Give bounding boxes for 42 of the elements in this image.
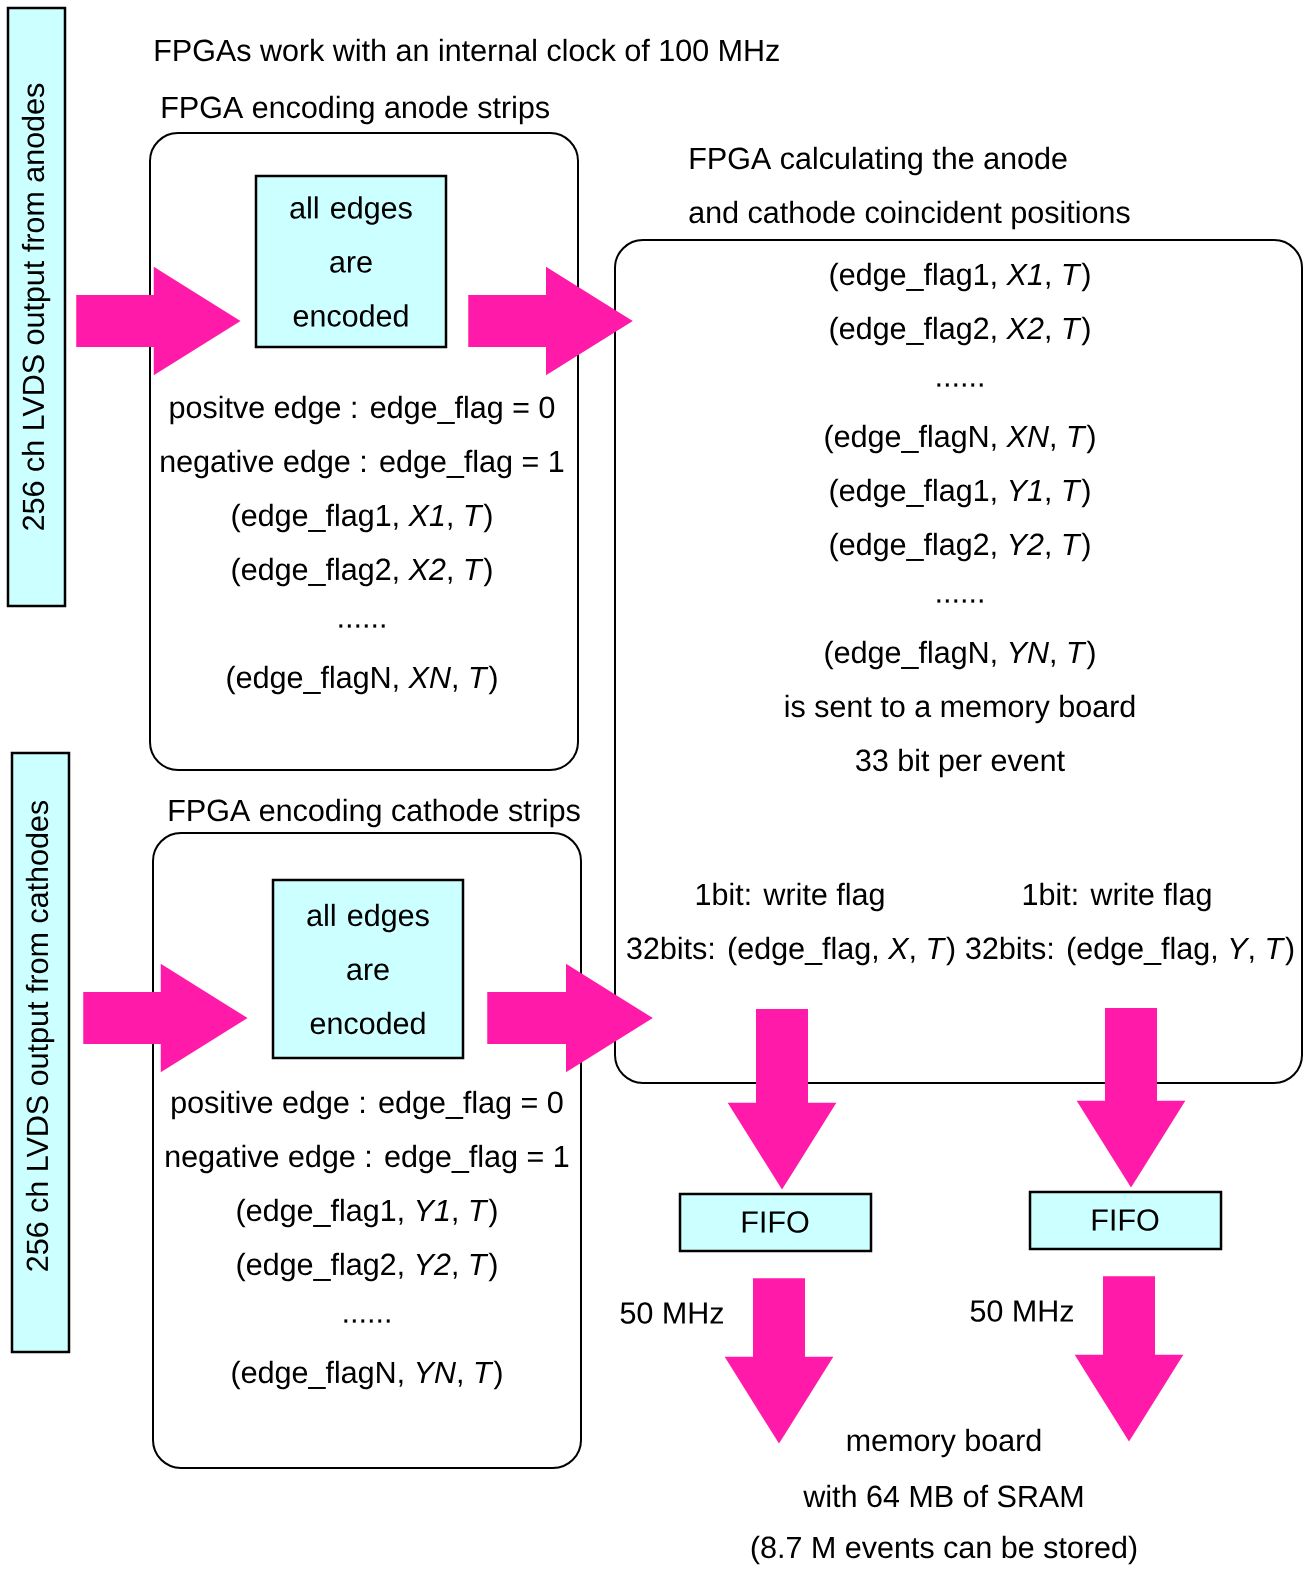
text-line: (edge_flagN, XN, T): [227, 665, 497, 695]
text-line: 1bit: write flag: [1023, 882, 1211, 912]
text-line: (edge_flag2, X2, T): [830, 316, 1090, 346]
text-line: 256 ch LVDS output from anodes: [21, 83, 51, 530]
text-line: positive edge : edge_flag = 0: [172, 1090, 563, 1120]
text-line: (edge_flag1, Y1, T): [237, 1198, 497, 1228]
text-line: (edge_flagN, XN, T): [825, 424, 1095, 454]
text-line: ......: [344, 1319, 390, 1323]
text-line: FIFO: [1092, 1209, 1159, 1231]
text-line: negative edge : edge_flag = 1: [161, 449, 564, 479]
text-line: (edge_flag1, Y1, T): [830, 478, 1090, 508]
text-line: 33 bit per event: [856, 748, 1065, 778]
text-line: 256 ch LVDS output from cathodes: [25, 800, 55, 1271]
text-line: (edge_flagN, YN, T): [232, 1360, 502, 1390]
text-line: 32bits: (edge_flag, X, T): [627, 936, 955, 966]
text-line: ......: [937, 383, 983, 387]
box-heading: FPGA calculating the anode: [690, 146, 1067, 176]
text-line: FIFO: [742, 1211, 809, 1233]
box-heading: FPGA encoding cathode strips: [169, 798, 580, 828]
text-line: is sent to a memory board: [785, 694, 1135, 724]
text-line: (edge_flag2, X2, T): [232, 557, 492, 587]
text-line: (edge_flag2, Y2, T): [237, 1252, 497, 1282]
text-line: negative edge : edge_flag = 1: [166, 1144, 569, 1174]
text-line: (edge_flag2, Y2, T): [830, 532, 1090, 562]
text-line: all edges are encoded: [290, 196, 412, 327]
text-line: (8.7 M events can be stored): [751, 1535, 1137, 1565]
edge-label: 50 MHz: [620, 1302, 723, 1324]
text-line: ......: [339, 624, 385, 628]
text-line: 1bit: write flag: [696, 882, 884, 912]
text-line: 32bits: (edge_flag, Y, T): [966, 936, 1294, 966]
text-line: positve edge : edge_flag = 0: [170, 395, 555, 425]
text-line: with 64 MB of SRAM: [803, 1484, 1083, 1508]
title: FPGAs work with an internal clock of 100 MHz: [155, 38, 779, 62]
text-line: (edge_flagN, YN, T): [825, 640, 1095, 670]
text-line: (edge_flag1, X1, T): [830, 262, 1090, 292]
text-line: all edges are encoded: [307, 903, 429, 1035]
text-line: (edge_flag1, X1, T): [232, 503, 492, 533]
text-line: ......: [937, 599, 983, 603]
box-heading: and cathode coincident positions: [689, 200, 1130, 230]
edge-label: 50 MHz: [970, 1300, 1073, 1322]
box-heading: FPGA encoding anode strips: [162, 95, 549, 125]
text-line: memory board: [847, 1428, 1041, 1458]
